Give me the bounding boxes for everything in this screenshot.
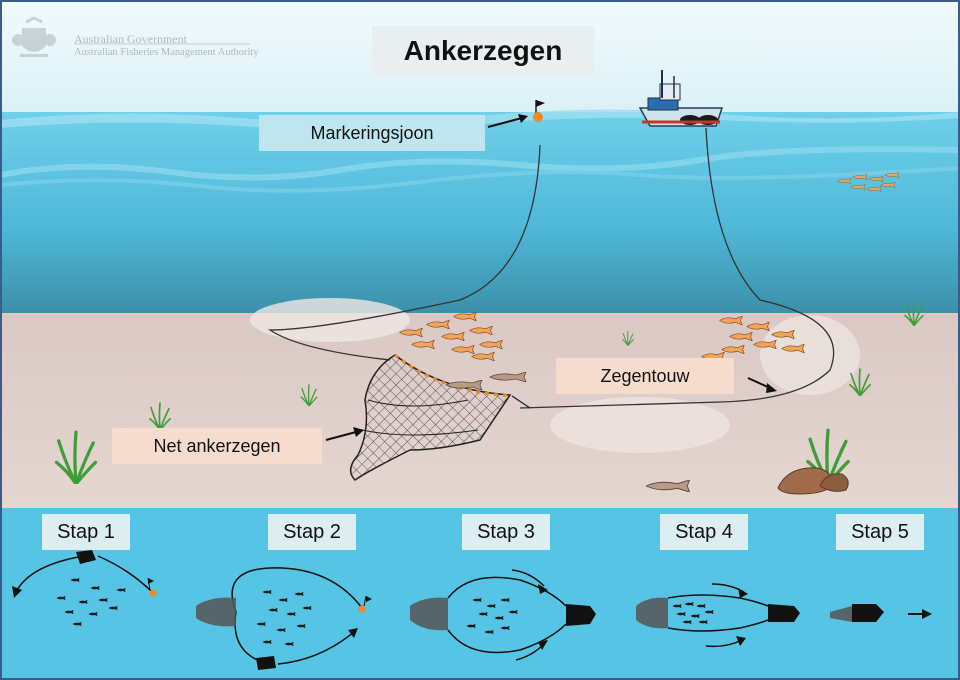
government-line-1: Australian Government — [74, 32, 187, 46]
anchor-seine-net — [349, 353, 531, 481]
step-2-illustration — [196, 567, 372, 670]
step-5-label: Stap 5 — [836, 514, 924, 550]
step-3-illustration — [410, 569, 596, 661]
page-title: Ankerzegen — [372, 26, 594, 76]
government-line-2: Australian Fisheries Management Authorit… — [74, 47, 259, 58]
step-4-label: Stap 4 — [660, 514, 748, 550]
step-5-illustration — [830, 604, 932, 622]
coat-of-arms-icon — [12, 16, 56, 57]
seine-rope — [519, 127, 835, 409]
callout-net: Net ankerzegen — [112, 428, 322, 464]
fishing-boat-icon — [638, 70, 724, 127]
arrow-to-buoy — [487, 114, 528, 128]
step-1-label: Stap 1 — [42, 514, 130, 550]
callout-marker-buoy: Markeringsjoon — [259, 115, 485, 151]
callout-seine-rope: Zegentouw — [556, 358, 734, 394]
step-1-illustration — [12, 550, 157, 626]
step-3-label: Stap 3 — [462, 514, 550, 550]
step-4-illustration — [636, 583, 800, 648]
arrow-to-rope — [747, 377, 777, 393]
rope-from-buoy — [267, 144, 541, 361]
arrow-to-net — [325, 427, 364, 441]
step-2-label: Stap 2 — [268, 514, 356, 550]
rocks — [777, 467, 849, 495]
government-branding: Australian Government Australian Fisheri… — [74, 32, 259, 60]
marker-buoy-icon — [533, 100, 545, 122]
